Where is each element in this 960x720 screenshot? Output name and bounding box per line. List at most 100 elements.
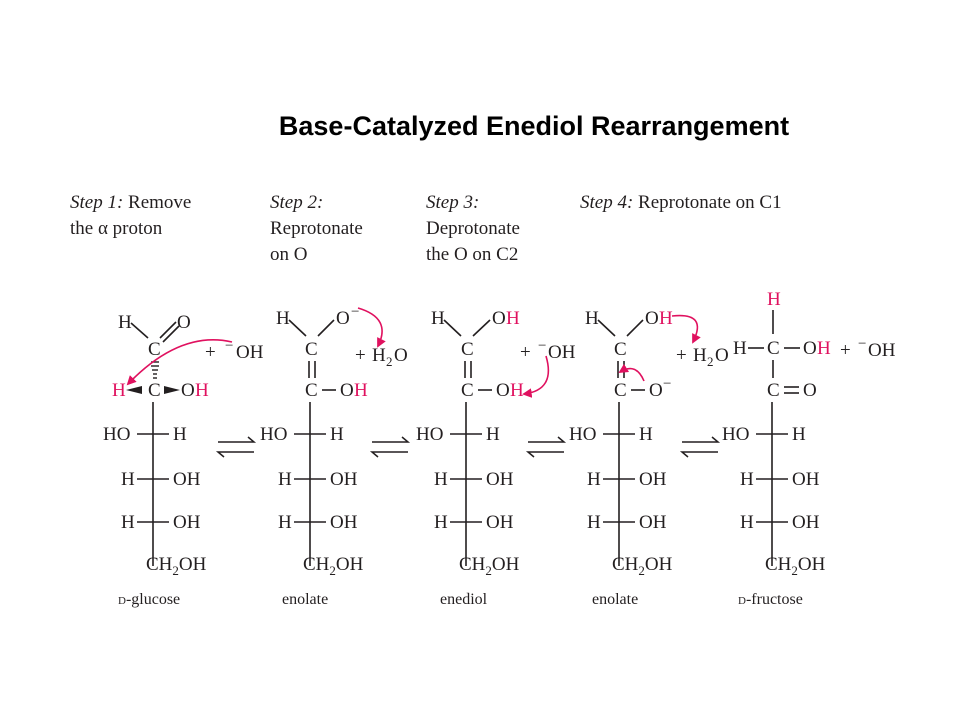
substituent-left: H bbox=[587, 512, 601, 533]
substituent-right: OH bbox=[486, 512, 514, 533]
atom-water-o: O bbox=[394, 345, 408, 366]
atom-o: O bbox=[645, 308, 659, 329]
substituent-right: H bbox=[639, 424, 653, 445]
equilibrium-arrow bbox=[215, 436, 257, 458]
substituent-left: HO bbox=[722, 424, 749, 445]
substituent-left: H bbox=[278, 512, 292, 533]
atom-minus: − bbox=[225, 338, 233, 354]
substituent-left: H bbox=[587, 469, 601, 490]
substituent-left: H bbox=[121, 469, 135, 490]
atom-plus: + bbox=[840, 340, 851, 361]
atom-o: O bbox=[336, 308, 350, 329]
atom-minus: − bbox=[663, 376, 671, 392]
structure-enediol: H O H C + − OH C O H bbox=[431, 308, 576, 401]
step-3-caption: Step 3: Deprotonate the O on C2 bbox=[426, 190, 520, 268]
atom-h-red2: H bbox=[817, 338, 831, 359]
substituent-right: OH bbox=[639, 512, 667, 533]
atom-h2o: H bbox=[693, 345, 707, 366]
atom-sub2: 2 bbox=[386, 354, 393, 369]
atom-c2: C bbox=[148, 380, 161, 401]
atom-h2: H bbox=[354, 380, 368, 401]
step-4-label: Step 4: bbox=[580, 192, 634, 213]
atom-h2: H bbox=[195, 380, 209, 401]
diagram-title: Base-Catalyzed Enediol Rearrangement bbox=[278, 111, 790, 141]
compound-name-5: D-fructose bbox=[738, 591, 803, 608]
substituent-right: OH bbox=[639, 469, 667, 490]
atom-oh-base: OH bbox=[548, 342, 576, 363]
atom-h: H bbox=[585, 308, 599, 329]
atom-h-red: H bbox=[506, 308, 520, 329]
atom-minus: − bbox=[538, 338, 546, 354]
substituent-left: HO bbox=[103, 424, 130, 445]
atom-ch2oh: CH2OH bbox=[303, 554, 364, 578]
atom-ch2oh: CH2OH bbox=[146, 554, 207, 578]
equilibrium-arrow bbox=[369, 436, 411, 458]
atom-h: H bbox=[431, 308, 445, 329]
atom-h2: H bbox=[510, 380, 524, 401]
substituent-left: H bbox=[121, 512, 135, 533]
atom-c2: C bbox=[767, 380, 780, 401]
step-3-line2: Deprotonate bbox=[426, 218, 520, 239]
atom-plus: + bbox=[355, 345, 366, 366]
step-1-line1: Remove bbox=[128, 192, 192, 213]
atom-c1: C bbox=[767, 338, 780, 359]
structure-d-glucose: H O C + − OH H C O H bbox=[112, 312, 264, 401]
substituent-right: H bbox=[330, 424, 344, 445]
atom-c1: C bbox=[614, 339, 627, 360]
step-1-caption: Step 1: Remove the α proton bbox=[70, 190, 191, 242]
atom-plus: + bbox=[520, 342, 531, 363]
structure-enolate-2: H O H C + H 2 O C O − bbox=[585, 308, 729, 401]
step-2-caption: Step 2: Reprotonate on O bbox=[270, 190, 363, 268]
atom-h: H bbox=[733, 338, 747, 359]
atom-minus: − bbox=[858, 336, 866, 352]
atom-h-red: H bbox=[767, 289, 781, 310]
substituent-left: HO bbox=[260, 424, 287, 445]
atom-o2: O bbox=[340, 380, 354, 401]
atom-c1: C bbox=[148, 339, 161, 360]
atom-oh-base: OH bbox=[236, 342, 264, 363]
substituent-right: OH bbox=[330, 469, 358, 490]
atom-ch2oh: CH2OH bbox=[459, 554, 520, 578]
compound-name-2: enolate bbox=[282, 591, 328, 608]
atom-c1: C bbox=[305, 339, 318, 360]
substituent-right: H bbox=[173, 424, 187, 445]
substituent-right: OH bbox=[792, 469, 820, 490]
step-2-line2: Reprotonate bbox=[270, 218, 363, 239]
step-2-line3: on O bbox=[270, 244, 308, 265]
compound-name-3: enediol bbox=[440, 591, 488, 608]
atom-h2o: H bbox=[372, 345, 386, 366]
structure-d-fructose: H H C O H + − OH C O bbox=[733, 289, 896, 401]
equilibrium-arrow bbox=[525, 436, 567, 458]
step-1-label: Step 1: bbox=[70, 192, 124, 213]
compound-name-1: D-glucose bbox=[118, 591, 180, 608]
atom-h: H bbox=[118, 312, 132, 333]
atom-oh-base: OH bbox=[868, 340, 896, 361]
substituent-left: H bbox=[434, 469, 448, 490]
step-3-line3: the O on C2 bbox=[426, 244, 519, 265]
substituent-left: H bbox=[740, 512, 754, 533]
atom-water-o: O bbox=[715, 345, 729, 366]
substituent-right: H bbox=[792, 424, 806, 445]
substituent-right: OH bbox=[173, 512, 201, 533]
atom-o2: O bbox=[496, 380, 510, 401]
equilibrium-arrow bbox=[679, 436, 721, 458]
atom-ch2oh: CH2OH bbox=[765, 554, 826, 578]
atom-o2: O bbox=[181, 380, 195, 401]
substituent-left: H bbox=[278, 469, 292, 490]
atom-c1: C bbox=[461, 339, 474, 360]
atom-h-red: H bbox=[659, 308, 673, 329]
atom-ch2oh: CH2OH bbox=[612, 554, 673, 578]
step-1-line2: the α proton bbox=[70, 218, 163, 239]
structure-enolate-1: H O − C + H 2 O C O H bbox=[276, 304, 408, 401]
atom-o: O bbox=[177, 312, 191, 333]
compound-name-4: enolate bbox=[592, 591, 638, 608]
substituent-left: HO bbox=[416, 424, 443, 445]
substituent-right: OH bbox=[330, 512, 358, 533]
substituent-right: OH bbox=[792, 512, 820, 533]
atom-plus: + bbox=[676, 345, 687, 366]
substituent-left: HO bbox=[569, 424, 596, 445]
atom-minus: − bbox=[351, 304, 359, 320]
atom-o2: O bbox=[649, 380, 663, 401]
atom-alpha-h: H bbox=[112, 380, 126, 401]
